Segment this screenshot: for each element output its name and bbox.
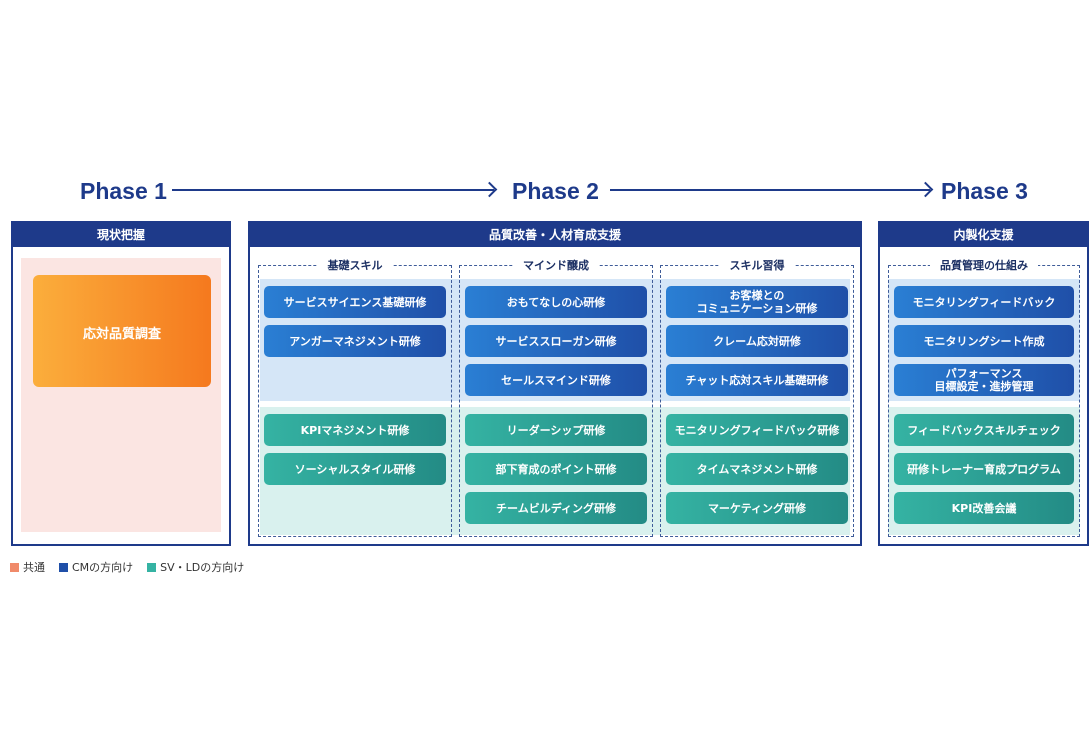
sv-training-button[interactable]: KPIマネジメント研修	[264, 414, 446, 446]
arrow-phase1-to-phase2	[172, 189, 494, 191]
panel-phase3-title: 内製化支援	[880, 223, 1087, 247]
legend-label: SV・LDの方向け	[160, 561, 245, 574]
legend-swatch	[59, 562, 68, 572]
legend-item: 共通	[10, 559, 45, 575]
panel-phase1-title: 現状把握	[13, 223, 229, 247]
sv-training-button[interactable]: チームビルディング研修	[465, 492, 647, 524]
sv-training-button[interactable]: リーダーシップ研修	[465, 414, 647, 446]
sv-training-button[interactable]: フィードバックスキルチェック	[894, 414, 1074, 446]
legend: 共通 CMの方向け SV・LDの方向け	[10, 559, 244, 575]
cm-training-button[interactable]: モニタリングシート作成	[894, 325, 1074, 357]
legend-swatch	[10, 562, 19, 572]
legend-label: 共通	[23, 561, 45, 574]
skill-group-title: マインド醸成	[513, 258, 599, 274]
panel-phase2: 品質改善・人材育成支援 基礎スキルサービスサイエンス基礎研修アンガーマネジメント…	[248, 221, 862, 546]
skill-group: スキル習得	[660, 258, 854, 537]
skill-group-title: スキル習得	[719, 258, 795, 274]
arrow-phase2-to-phase3	[610, 189, 930, 191]
sv-training-button[interactable]: タイムマネジメント研修	[666, 453, 848, 485]
cm-training-button[interactable]: お客様との コミュニケーション研修	[666, 286, 848, 318]
panel-phase3: 内製化支援 品質管理の仕組みモニタリングフィードバックモニタリングシート作成パフ…	[878, 221, 1089, 546]
legend-label: CMの方向け	[72, 561, 134, 574]
skill-group: 基礎スキル	[258, 258, 452, 537]
cm-training-button[interactable]: おもてなしの心研修	[465, 286, 647, 318]
sv-training-button[interactable]: KPI改善会議	[894, 492, 1074, 524]
cm-training-button[interactable]: クレーム応対研修	[666, 325, 848, 357]
cm-training-button[interactable]: サービスサイエンス基礎研修	[264, 286, 446, 318]
sv-training-button[interactable]: ソーシャルスタイル研修	[264, 453, 446, 485]
skill-group: マインド醸成	[459, 258, 653, 537]
sv-training-button[interactable]: マーケティング研修	[666, 492, 848, 524]
sv-training-button[interactable]: モニタリングフィードバック研修	[666, 414, 848, 446]
sv-training-button[interactable]: 研修トレーナー育成プログラム	[894, 453, 1074, 485]
cm-training-button[interactable]: サービススローガン研修	[465, 325, 647, 357]
sv-training-button[interactable]: 部下育成のポイント研修	[465, 453, 647, 485]
phase-3-label: Phase 3	[941, 178, 1028, 204]
skill-group-title: 品質管理の仕組み	[930, 258, 1038, 274]
cm-training-button[interactable]: チャット応対スキル基礎研修	[666, 364, 848, 396]
skill-group: 品質管理の仕組み	[888, 258, 1080, 537]
cm-training-button[interactable]: パフォーマンス 目標設定・進捗管理	[894, 364, 1074, 396]
panel-phase2-title: 品質改善・人材育成支援	[250, 223, 860, 247]
legend-swatch	[147, 562, 157, 572]
legend-item: CMの方向け	[59, 559, 133, 575]
orange-card[interactable]: 応対品質調査	[33, 275, 211, 387]
cm-training-button[interactable]: アンガーマネジメント研修	[264, 325, 446, 357]
phase-1-label: Phase 1	[80, 178, 167, 204]
cm-training-button[interactable]: セールスマインド研修	[465, 364, 647, 396]
cm-training-button[interactable]: モニタリングフィードバック	[894, 286, 1074, 318]
phase-2-label: Phase 2	[512, 178, 599, 204]
legend-item: SV・LDの方向け	[147, 559, 244, 575]
skill-group-title: 基礎スキル	[317, 258, 393, 274]
panel-phase1: 現状把握 応対品質調査	[11, 221, 231, 546]
